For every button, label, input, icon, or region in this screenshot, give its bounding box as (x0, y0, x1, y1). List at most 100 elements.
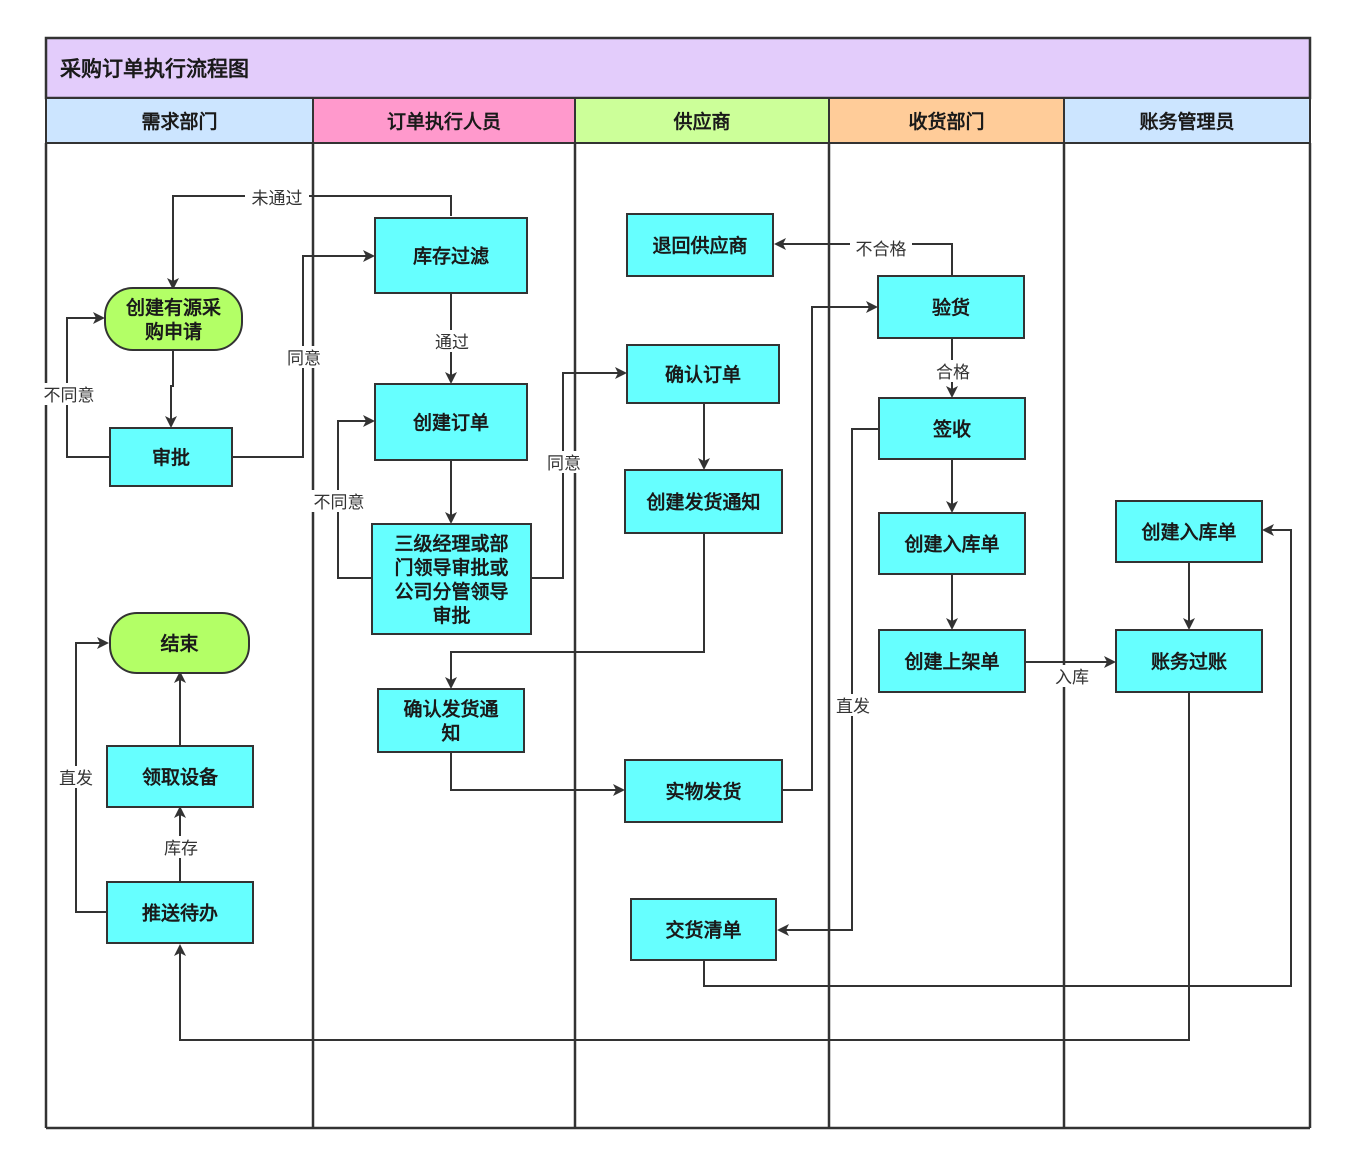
svg-text:不合格: 不合格 (856, 240, 907, 260)
label-qualified: 合格 (933, 360, 973, 383)
lane-label-accounts: 账务管理员 (1139, 110, 1234, 133)
svg-text:库存: 库存 (164, 839, 198, 859)
node-label: 签收 (932, 418, 971, 441)
node-label: 确认订单 (665, 363, 741, 386)
svg-text:未通过: 未通过 (252, 189, 303, 209)
node-shape (374, 217, 528, 294)
node-create-order: 创建订单 (374, 383, 528, 461)
node-shape (374, 383, 528, 461)
node-label: 购申请 (145, 320, 202, 343)
label-inbound: 入库 (1051, 665, 1093, 688)
connectors (66, 195, 1292, 1041)
label-unqualified: 不合格 (850, 237, 912, 260)
node-shape (106, 745, 254, 808)
lane-header-executor (312, 97, 576, 144)
svg-text:同意: 同意 (287, 349, 321, 369)
node-label: 库存过滤 (413, 245, 489, 268)
node-shape (624, 469, 783, 534)
page-title: 采购订单执行流程图 (60, 57, 249, 81)
svg-text:不同意: 不同意 (314, 493, 365, 513)
node-label: 验货 (932, 296, 970, 319)
lane-label-executor: 订单执行人员 (387, 110, 501, 133)
node-shape (106, 881, 254, 944)
node-label: 公司分管领导 (394, 580, 508, 603)
node-label: 三级经理或部 (394, 532, 508, 555)
lane-header-receiving (828, 97, 1065, 144)
label-agree-mgr: 同意 (544, 451, 584, 474)
node-create-ship-notice: 创建发货通知 (624, 469, 783, 534)
node-label: 退回供应商 (652, 234, 747, 257)
node-label: 实物发货 (665, 780, 741, 803)
node-label: 确认发货通 (403, 698, 499, 721)
node-shape (630, 898, 777, 961)
node-delivery-list: 交货清单 (630, 898, 777, 961)
label-disagree-approve: 不同意 (38, 383, 100, 406)
edge-confirmshipnotice-to-physicalship (450, 752, 625, 796)
connector-labels: 未通过 同意 不同意 通过 不同意 同意 不合格 合格 (38, 186, 1093, 859)
label-direct-push: 直发 (55, 766, 97, 789)
label-inventory: 库存 (160, 836, 202, 859)
edge-stockfilter-to-createreq (167, 195, 452, 290)
node-label: 创建有源采 (125, 296, 221, 319)
node-create-inbound-acct: 创建入库单 (1115, 500, 1263, 563)
node-create-inbound-recv: 创建入库单 (878, 512, 1026, 575)
node-label: 创建发货通知 (645, 491, 760, 514)
lane-label-demand: 需求部门 (141, 110, 217, 133)
node-label: 创建入库单 (903, 533, 999, 556)
node-confirm-order: 确认订单 (626, 344, 780, 404)
node-shape (878, 397, 1026, 460)
title-bar (44, 36, 1312, 100)
edge-mgrapprove-agree-to-confirmorder (532, 367, 627, 579)
label-passed: 通过 (432, 330, 472, 353)
node-approve: 审批 (109, 427, 233, 487)
svg-text:通过: 通过 (435, 333, 469, 353)
label-agree-approve: 同意 (284, 346, 324, 369)
node-label: 创建上架单 (903, 650, 999, 673)
node-label: 领取设备 (142, 766, 219, 789)
node-shape (1115, 500, 1263, 563)
node-label: 创建入库单 (1140, 521, 1236, 544)
lane-dividers (44, 143, 1312, 1130)
node-shape (377, 688, 525, 753)
node-label: 交货清单 (665, 919, 741, 942)
node-posting: 账务过账 (1115, 629, 1263, 693)
node-physical-ship: 实物发货 (624, 759, 783, 823)
node-label: 审批 (152, 446, 190, 469)
node-end: 结束 (109, 612, 250, 674)
svg-text:同意: 同意 (547, 454, 581, 474)
node-push-todo: 推送待办 (106, 881, 254, 944)
node-label: 账务过账 (1151, 650, 1227, 673)
node-shape (626, 344, 780, 404)
node-shape (109, 427, 233, 487)
edge-createshipnotice-to-confirmshipnotice (445, 534, 705, 689)
lane-label-receiving: 收货部门 (908, 110, 984, 133)
label-direct-sign: 直发 (832, 694, 874, 717)
svg-text:直发: 直发 (836, 697, 870, 717)
node-shape (878, 512, 1026, 575)
node-label: 结束 (160, 632, 199, 655)
edge-sign-direct-to-deliverylist (777, 428, 879, 936)
node-shape (624, 759, 783, 823)
lane-label-supplier: 供应商 (672, 110, 730, 133)
node-shape (626, 213, 774, 277)
svg-text:入库: 入库 (1055, 668, 1089, 688)
svg-text:不同意: 不同意 (44, 386, 95, 406)
node-create-shelf: 创建上架单 (878, 629, 1026, 693)
node-label: 门领导审批或 (394, 556, 508, 579)
lane-headers: 需求部门 订单执行人员 供应商 收货部门 账务管理员 (45, 97, 1311, 144)
svg-text:直发: 直发 (59, 769, 93, 789)
node-inspect: 验货 (877, 275, 1025, 339)
svg-text:合格: 合格 (936, 363, 970, 383)
node-shape (877, 275, 1025, 339)
node-label: 推送待办 (142, 902, 218, 925)
node-shape (109, 612, 250, 674)
edge-inspect-unqualified-to-return (774, 238, 953, 275)
node-shape (371, 523, 532, 635)
node-label: 知 (441, 722, 460, 745)
node-shape (1115, 629, 1263, 693)
